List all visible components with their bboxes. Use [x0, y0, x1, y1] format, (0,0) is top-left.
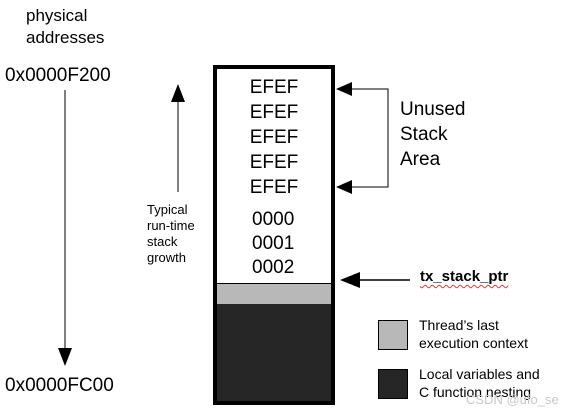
locals-swatch — [378, 369, 408, 399]
unused-area-bracket — [336, 82, 389, 194]
growth-note-line-3: stack — [147, 234, 178, 249]
address-bottom: 0x0000FC00 — [5, 375, 114, 396]
stack-pointer-arrow — [340, 272, 410, 288]
unused-cell: EFEF — [249, 77, 299, 98]
context-swatch — [378, 320, 408, 350]
growth-note-line-4: growth — [147, 250, 187, 265]
used-cell: 0000 — [252, 209, 295, 230]
legend-context-line-2: execution context — [419, 335, 528, 351]
local-variables-region — [217, 304, 331, 401]
execution-context-region — [217, 283, 331, 305]
legend-locals-line-2: C function nesting — [419, 384, 532, 400]
unused-area-line-2: Stack — [400, 124, 448, 145]
thread-stack: EFEF EFEF EFEF EFEF EFEF 0000 0001 0002 — [213, 65, 335, 405]
header-line-1: physical — [26, 6, 88, 25]
growth-note-line-1: Typical — [147, 202, 188, 217]
unused-cell: EFEF — [249, 177, 299, 198]
used-cell: 0001 — [252, 233, 295, 254]
unused-cell: EFEF — [249, 127, 299, 148]
stack-growth-arrow — [171, 84, 185, 192]
growth-note-line-2: run-time — [147, 218, 195, 233]
unused-cell: EFEF — [249, 152, 299, 173]
used-cell: 0002 — [252, 257, 295, 278]
unused-area-line-1: Unused — [400, 99, 466, 120]
legend-locals-line-1: Local variables and — [419, 366, 540, 382]
header-line-2: addresses — [26, 28, 105, 47]
unused-cell: EFEF — [249, 102, 299, 123]
address-range-arrow — [58, 90, 72, 366]
unused-area-line-3: Area — [400, 149, 441, 170]
stack-pointer-label: tx_stack_ptr — [420, 268, 509, 285]
legend-context-line-1: Thread’s last — [419, 317, 499, 333]
address-top: 0x0000F200 — [5, 65, 111, 86]
watermark: CSDN @ufo_se — [466, 392, 559, 407]
